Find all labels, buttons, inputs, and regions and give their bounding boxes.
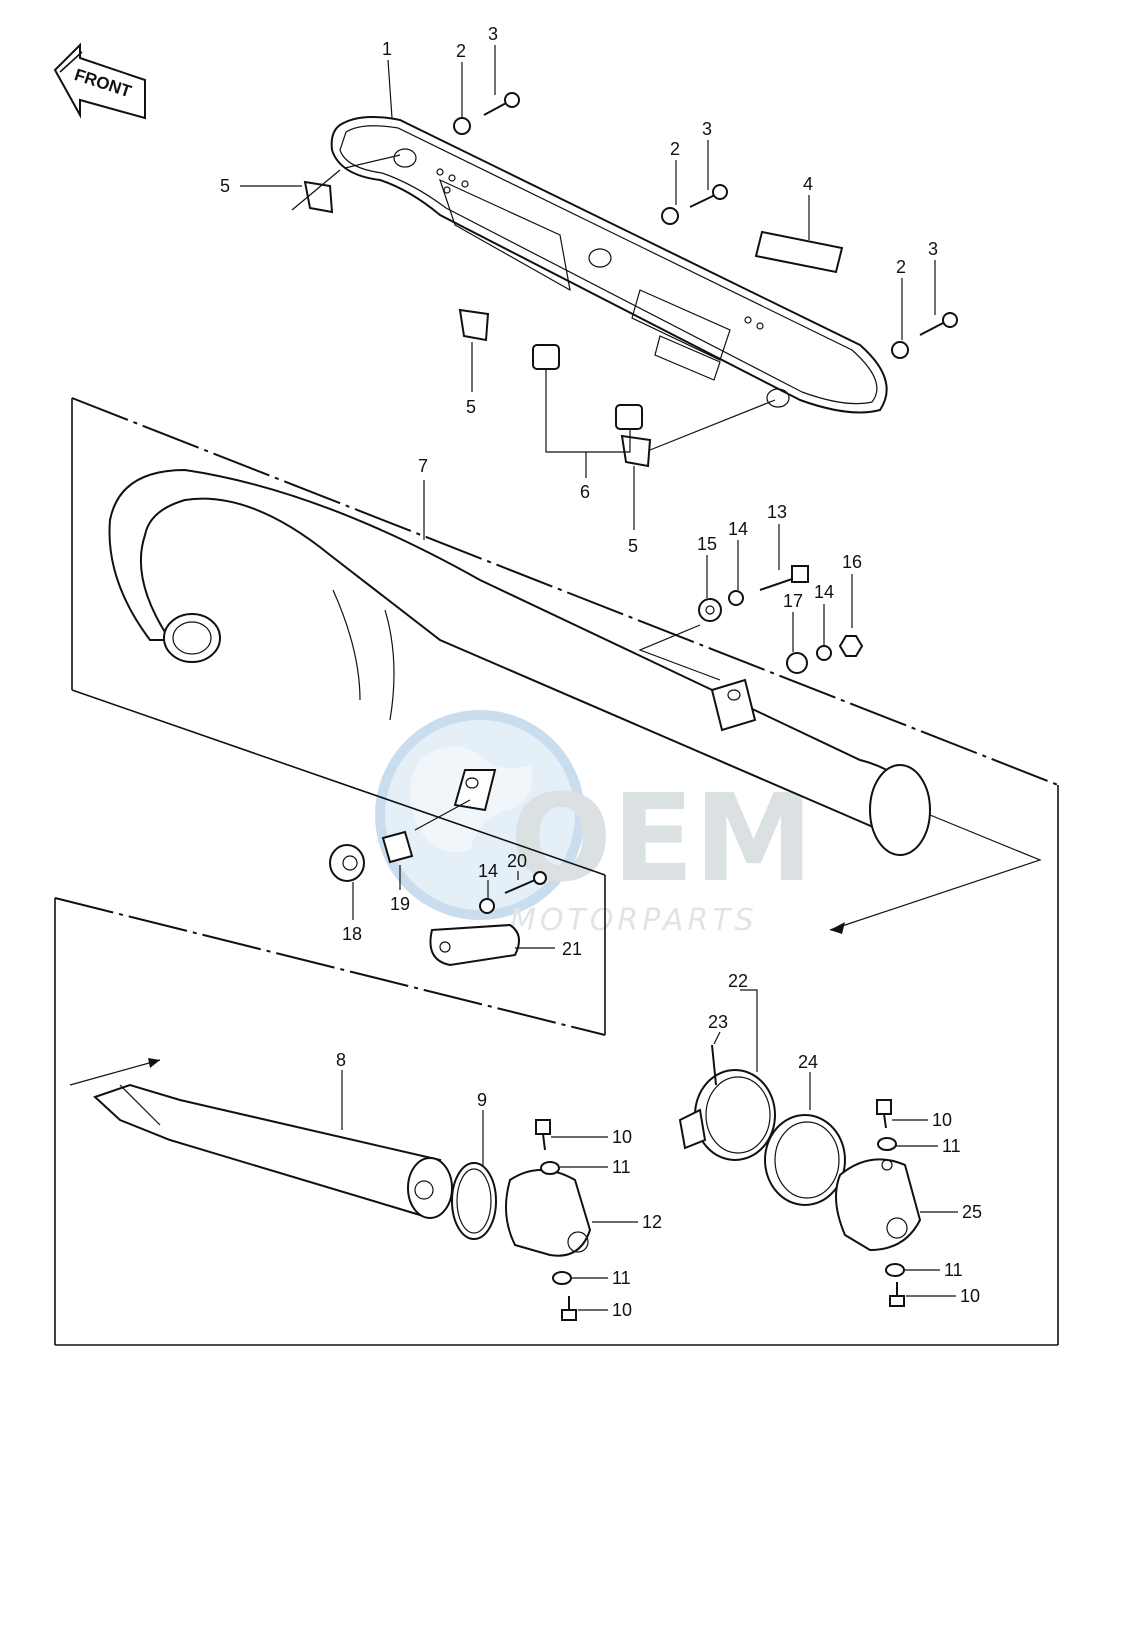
callout-2: 2	[896, 257, 906, 277]
callout-5: 5	[628, 536, 638, 556]
watermark-sub: MOTORPARTS	[510, 903, 758, 938]
callout-3: 3	[702, 119, 712, 139]
grommets	[532, 344, 643, 430]
callout-3: 3	[488, 24, 498, 44]
callout-6: 6	[580, 482, 590, 502]
callout-11: 11	[944, 1260, 963, 1280]
lower-panel	[54, 814, 1058, 1346]
gasket-ring	[451, 1162, 497, 1240]
callout-19: 19	[390, 894, 410, 914]
callout-13: 13	[767, 502, 787, 522]
callout-11: 11	[612, 1268, 631, 1288]
callout-21: 21	[562, 939, 582, 959]
clamp-assembly	[678, 1044, 922, 1252]
callout-2: 2	[456, 41, 466, 61]
callout-10: 10	[932, 1110, 952, 1130]
callout-5: 5	[220, 176, 230, 196]
callout-7: 7	[418, 456, 428, 476]
callout-9: 9	[477, 1090, 487, 1110]
leader-lines	[240, 45, 958, 1311]
watermark: OEM MOTORPARTS	[375, 710, 813, 938]
callout-11: 11	[612, 1157, 631, 1177]
callout-25: 25	[962, 1202, 982, 1222]
callout-2: 2	[670, 139, 680, 159]
clips	[291, 154, 776, 468]
callout-15: 15	[697, 534, 717, 554]
callout-11: 11	[942, 1136, 961, 1156]
heat-guard	[330, 115, 888, 414]
callout-8: 8	[336, 1050, 346, 1070]
callout-10: 10	[612, 1300, 632, 1320]
callout-16: 16	[842, 552, 862, 572]
silencer-tube	[93, 1083, 453, 1219]
callout-17: 17	[783, 591, 803, 611]
watermark-brand: OEM	[510, 770, 813, 909]
hardware-mid	[638, 565, 864, 681]
small-hardware	[535, 1099, 905, 1321]
hardware-mount	[329, 799, 547, 967]
muffler-panel	[71, 397, 1059, 1345]
callout-14: 14	[728, 519, 748, 539]
callout-10: 10	[960, 1286, 980, 1306]
callout-labels: 1 2 3 2 3 4 2 3 5 5 6 5 7 13 14 15 16 17…	[220, 24, 982, 1320]
callout-18: 18	[342, 924, 362, 944]
callout-5: 5	[466, 397, 476, 417]
muffler	[108, 468, 931, 856]
callout-4: 4	[803, 174, 813, 194]
callout-22: 22	[728, 971, 748, 991]
callout-3: 3	[928, 239, 938, 259]
callout-20: 20	[507, 851, 527, 871]
callout-14: 14	[478, 861, 498, 881]
end-cap-12	[505, 1169, 592, 1257]
callout-23: 23	[708, 1012, 728, 1032]
callout-10: 10	[612, 1127, 632, 1147]
callout-14: 14	[814, 582, 834, 602]
callout-1: 1	[382, 39, 392, 59]
callout-12: 12	[642, 1212, 662, 1232]
hardware-top	[453, 92, 958, 359]
callout-24: 24	[798, 1052, 818, 1072]
front-arrow: FRONT	[53, 42, 146, 120]
